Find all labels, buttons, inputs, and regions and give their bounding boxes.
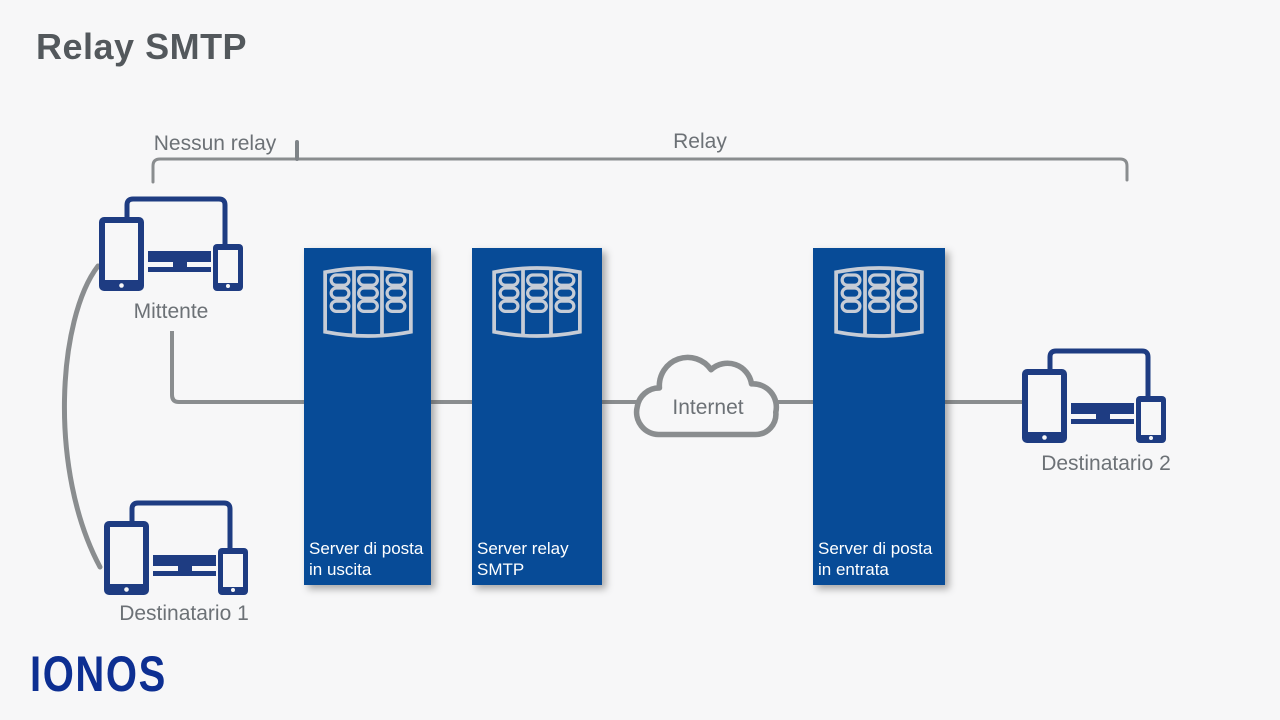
sender-devices-icon <box>96 195 246 292</box>
recipient2-devices-icon <box>1019 347 1169 444</box>
recipient2-label: Destinatario 2 <box>1041 452 1171 475</box>
incoming-server-label: Server di posta in entrata <box>818 539 933 579</box>
recipient1-label: Destinatario 1 <box>119 602 249 625</box>
sender-label: Mittente <box>133 300 209 323</box>
incoming-server-tower: Server di posta in entrata <box>813 248 945 585</box>
server-rack-icon <box>320 261 416 343</box>
bracket-line <box>151 157 1129 184</box>
relay-server-label: Server relay SMTP <box>477 539 569 579</box>
outgoing-server-tower: Server di posta in uscita <box>304 248 431 585</box>
internet-cloud-icon <box>633 354 780 438</box>
internet-label: Internet <box>672 396 744 419</box>
server-rack-icon <box>831 261 927 343</box>
page-title: Relay SMTP <box>36 26 248 67</box>
relay-path-line <box>170 331 1024 404</box>
relay-label: Relay <box>673 130 727 153</box>
recipient1-devices-icon <box>101 499 251 596</box>
server-rack-icon <box>489 261 585 343</box>
no-relay-curve <box>61 263 103 570</box>
ionos-logo: IONOS <box>30 646 167 702</box>
no-relay-label: Nessun relay <box>153 132 277 155</box>
relay-server-tower: Server relay SMTP <box>472 248 602 585</box>
outgoing-server-label: Server di posta in uscita <box>309 539 424 579</box>
